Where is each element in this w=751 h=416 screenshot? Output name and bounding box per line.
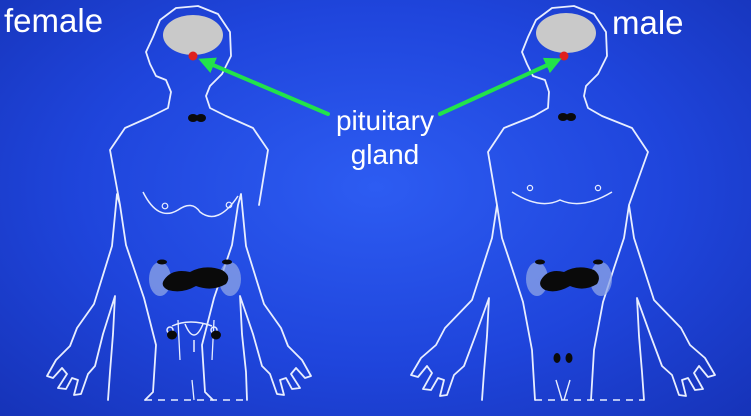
- female-figure: [46, 5, 312, 401]
- female-breast-line: [142, 191, 239, 218]
- female-body-outline: [46, 5, 312, 401]
- male-body-outline: [410, 5, 716, 401]
- label-pituitary-line1: pituitary: [335, 105, 435, 136]
- male-groin-line: [555, 379, 571, 401]
- male-chest-line: [511, 191, 613, 205]
- female-nipple-right: [225, 201, 233, 209]
- female-adrenal-icon: [157, 259, 232, 265]
- male-figure: [410, 5, 716, 401]
- label-female: female: [4, 2, 104, 39]
- male-adrenal-icon: [535, 259, 603, 265]
- male-pituitary: [559, 51, 569, 61]
- female-uterus-icon: [166, 321, 218, 352]
- male-nipple-right: [594, 184, 602, 192]
- female-thyroid-icon: [188, 114, 206, 122]
- label-male: male: [612, 4, 684, 41]
- female-pituitary: [188, 51, 198, 61]
- male-testes-icon: [553, 353, 573, 363]
- female-hip-line: [177, 319, 215, 401]
- female-nipple-left: [161, 202, 169, 210]
- arrow-to-female-pituitary: [198, 57, 330, 116]
- female-ovaries-icon: [167, 330, 221, 340]
- label-pituitary-line2: gland: [350, 139, 420, 170]
- label-pituitary-gland: pituitary gland: [300, 104, 470, 172]
- male-pancreas-icon: [540, 267, 599, 292]
- female-pancreas-icon: [162, 267, 229, 292]
- male-thyroid-icon: [558, 113, 576, 121]
- male-nipple-left: [526, 184, 534, 192]
- male-brain: [536, 13, 596, 53]
- female-brain: [163, 15, 223, 55]
- arrow-to-male-pituitary: [438, 57, 562, 116]
